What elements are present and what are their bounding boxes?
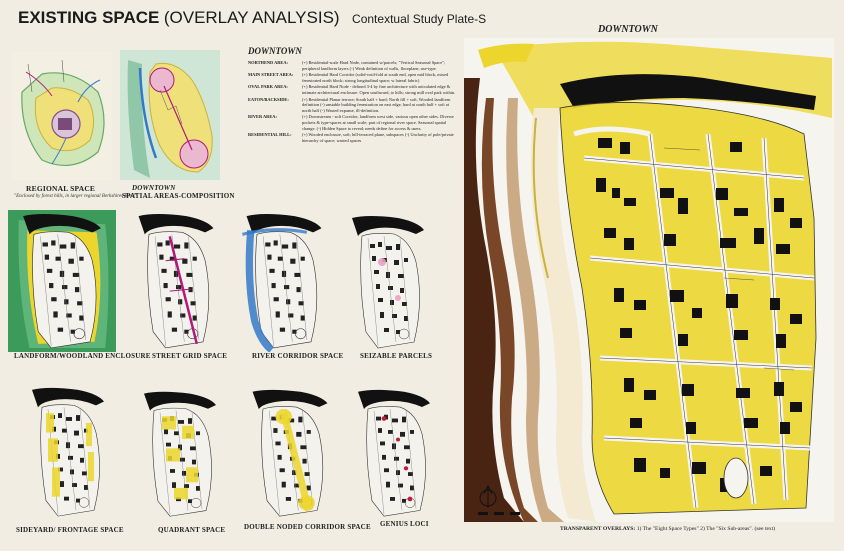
caption-lead: TRANSPARENT OVERLAYS:	[560, 526, 636, 532]
spatial-areas-label: SPATIAL AREAS-COMPOSITION	[122, 192, 235, 200]
main-map-title: DOWNTOWN	[598, 24, 658, 35]
river-corridor-map	[232, 210, 336, 352]
small-map-label: SEIZABLE PARCELS	[360, 352, 433, 360]
downtown-overlay-map	[464, 38, 834, 522]
title-main: EXISTING SPACE	[18, 8, 160, 27]
small-map-label: GENIUS LOCI	[380, 520, 429, 528]
small-map-label: DOUBLE NODED CORRIDOR SPACE	[244, 523, 371, 531]
legend-row: OVAL PARK AREA:(+) Residential Hard Node…	[248, 84, 456, 95]
legend-row: RIVER AREA:(+) Downstream - soft Corrido…	[248, 114, 454, 131]
small-map-label: LANDFORM/WOODLAND ENCLOSURE	[14, 352, 151, 360]
title-sub: (OVERLAY ANALYSIS)	[163, 8, 340, 27]
legend-row: MAIN STREET AREA:(+) Residential Hard Co…	[248, 72, 449, 83]
quadrant-space-map	[130, 388, 230, 520]
caption-rest: 1) The "Eight Space Types" 2) The "Six S…	[636, 526, 776, 532]
street-grid-map	[124, 210, 228, 352]
downtown-sketch-label: DOWNTOWN	[132, 184, 176, 192]
legend-row: EATON/BACKSIDE:(+) Residential Planar te…	[248, 96, 451, 113]
genius-loci-map	[344, 386, 444, 520]
plate-title: EXISTING SPACE (OVERLAY ANALYSIS) Contex…	[18, 8, 486, 28]
small-map-label: RIVER CORRIDOR SPACE	[252, 352, 344, 360]
regional-space-sketch	[12, 52, 112, 180]
seizable-parcels-map	[338, 212, 438, 352]
regional-space-note: "Enclosed by forest hills, in larger reg…	[14, 194, 137, 199]
legend-row: NORTHEND AREA:(+) Residential-scale Hard…	[248, 60, 446, 71]
legend-row: RESIDENTIAL HILL:(+) Wooded enclosure, s…	[248, 132, 454, 143]
main-map-caption: TRANSPARENT OVERLAYS: 1) The "Eight Spac…	[560, 526, 775, 532]
legend-title: DOWNTOWN	[248, 46, 302, 56]
downtown-legend: DOWNTOWN NORTHEND AREA:(+) Residential-s…	[248, 46, 458, 144]
landform-woodland-map	[8, 210, 116, 352]
small-map-label: QUADRANT SPACE	[158, 526, 226, 534]
regional-space-label: REGIONAL SPACE	[26, 184, 96, 193]
sideyard-frontage-map	[18, 384, 118, 520]
small-map-label: SIDEYARD/ FRONTAGE SPACE	[16, 526, 124, 534]
small-map-label: STREET GRID SPACE	[152, 352, 228, 360]
double-noded-corridor-map	[238, 386, 342, 520]
spatial-areas-sketch	[120, 50, 220, 180]
title-plate: Contextual Study Plate-S	[352, 12, 487, 26]
